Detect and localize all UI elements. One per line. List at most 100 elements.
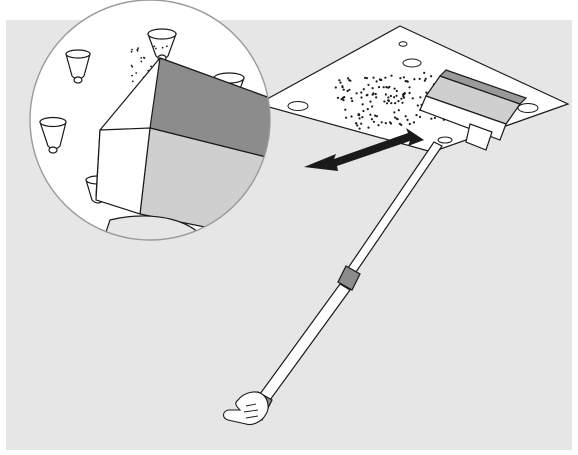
nozzle-dot [374, 115, 376, 117]
nozzle-dot [417, 104, 419, 106]
nozzle-dot [338, 79, 340, 81]
debris-speck [135, 72, 137, 74]
nozzle-dot [385, 93, 387, 95]
nozzle-dot [341, 85, 343, 87]
nozzle-dot [345, 117, 347, 119]
nozzle-dot [350, 97, 352, 99]
nozzle-dot [415, 114, 417, 116]
nozzle-dot [394, 102, 396, 104]
debris-speck [132, 81, 134, 83]
debris-speck [131, 66, 133, 68]
nozzle-dot [396, 90, 398, 92]
nozzle-dot [343, 89, 345, 91]
nozzle-dot [405, 80, 407, 82]
nozzle-dot [341, 98, 343, 100]
nozzle-dot [403, 97, 405, 99]
nozzle-dot [361, 116, 363, 118]
nozzle-dot [366, 77, 368, 79]
nozzle-dot [359, 128, 361, 130]
nozzle-dot [399, 77, 401, 79]
nozzle-dot [409, 92, 411, 94]
nozzle-dot [404, 92, 406, 94]
debris-speck [155, 48, 157, 50]
nozzle-dot [369, 101, 371, 103]
nozzle-dot [344, 109, 346, 111]
nozzle-dot [400, 98, 402, 100]
nozzle-dot [387, 96, 389, 98]
nozzle-dot [430, 75, 432, 77]
nozzle-dot [360, 123, 362, 125]
debris-speck [131, 49, 133, 51]
nozzle-dot [398, 109, 400, 111]
nozzle-dot [372, 92, 374, 94]
nozzle-dot [360, 96, 362, 98]
nozzle-dot [407, 81, 409, 83]
nozzle-dot [342, 99, 344, 101]
nozzle-dot [386, 102, 388, 104]
nozzle-dot [406, 119, 408, 121]
nozzle-dot [358, 113, 360, 115]
debris-speck [153, 46, 155, 48]
debris-speck [162, 47, 164, 49]
nozzle-dot [376, 80, 378, 82]
nozzle-dot [387, 87, 389, 89]
debris-speck [143, 57, 145, 59]
nozzle-dot [348, 89, 350, 91]
nozzle-dot [360, 91, 362, 93]
nozzle-dot [419, 116, 421, 118]
nozzle-dot [355, 122, 357, 124]
nozzle-dot [403, 76, 405, 78]
nozzle-dot [367, 127, 369, 129]
nozzle-dot [405, 115, 407, 117]
nozzle-dot [337, 97, 339, 99]
debris-speck [131, 75, 133, 77]
nozzle-dot [348, 79, 350, 81]
nozzle-dot [396, 118, 398, 120]
nozzle-dot [375, 96, 377, 98]
nozzle-dot [367, 108, 369, 110]
nozzle-dot [383, 86, 385, 88]
nozzle-dot [413, 121, 415, 123]
nozzle-dot [419, 78, 421, 80]
nozzle-dot [387, 99, 389, 101]
nozzle-dot [378, 86, 380, 88]
nozzle-dot [372, 87, 374, 89]
nozzle-dot [339, 82, 341, 84]
nozzle-dot [351, 100, 353, 102]
nozzle-dot [393, 96, 395, 98]
nozzle-dot [356, 92, 358, 94]
nozzle-dot [379, 79, 381, 81]
debris-speck [166, 45, 168, 47]
nozzle-dot [419, 96, 421, 98]
nozzle-dot [389, 121, 391, 123]
nozzle-dot [434, 117, 436, 119]
nozzle-dot [390, 75, 392, 77]
debris-speck [140, 57, 142, 59]
nozzle-dot [390, 95, 392, 97]
nozzle-dot [356, 124, 358, 126]
nozzle-dot [394, 116, 396, 118]
nozzle-dot [393, 111, 395, 113]
nozzle-dot [362, 110, 364, 112]
nozzle-dot [347, 90, 349, 92]
nozzle-dot [350, 115, 352, 117]
nozzle-dot [371, 118, 373, 120]
nozzle-dot [335, 86, 337, 88]
nozzle-dot [373, 121, 375, 123]
nozzle-dot [390, 102, 392, 104]
nozzle-dot [384, 77, 386, 79]
nozzle-dot [377, 124, 379, 126]
nozzle-dot [413, 78, 415, 80]
nozzle-dot [363, 88, 365, 90]
nozzle-dot [375, 93, 377, 95]
nozzle-dot [381, 121, 383, 123]
nozzle-dot [397, 100, 399, 102]
debris-speck [137, 50, 139, 52]
nozzle-dot [372, 77, 374, 79]
nozzle-dot [401, 102, 403, 104]
nozzle-dot [347, 77, 349, 79]
nozzle-dot [412, 97, 414, 99]
nozzle-dot [366, 94, 368, 96]
nozzle-dot [408, 86, 410, 88]
